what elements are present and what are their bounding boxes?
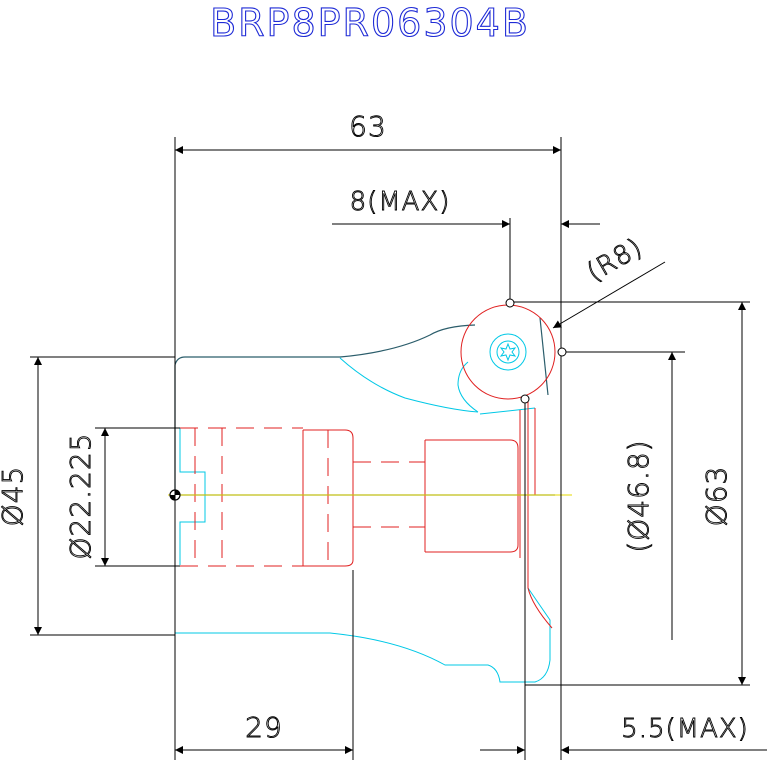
torx-star-icon bbox=[499, 342, 517, 362]
insert-outline bbox=[180, 304, 556, 629]
cyan-outline bbox=[174, 333, 551, 683]
torx-inner-circle bbox=[496, 340, 520, 364]
dim-46-8-label: (Ø46.8) bbox=[622, 439, 655, 552]
dim-45-label: Ø45 bbox=[0, 466, 29, 527]
torx-outer-circle bbox=[489, 333, 527, 371]
dim-22-225-label: Ø22.225 bbox=[64, 432, 97, 559]
reference-points bbox=[505, 298, 567, 404]
dim-r8-label: (R8) bbox=[582, 233, 648, 288]
dim-63-label: 63 bbox=[349, 110, 387, 143]
dimension-lines bbox=[30, 137, 767, 760]
dim-8max-label: 8(MAX) bbox=[350, 187, 451, 217]
dim-5-5max-label: 5.5(MAX) bbox=[621, 714, 749, 744]
dim-29-label: 29 bbox=[245, 711, 283, 744]
insert-circle bbox=[460, 304, 556, 400]
dim-63-dia-label: Ø63 bbox=[700, 466, 733, 527]
part-number-title: BRP8PR06304B bbox=[210, 1, 530, 45]
body-outline bbox=[174, 317, 555, 496]
